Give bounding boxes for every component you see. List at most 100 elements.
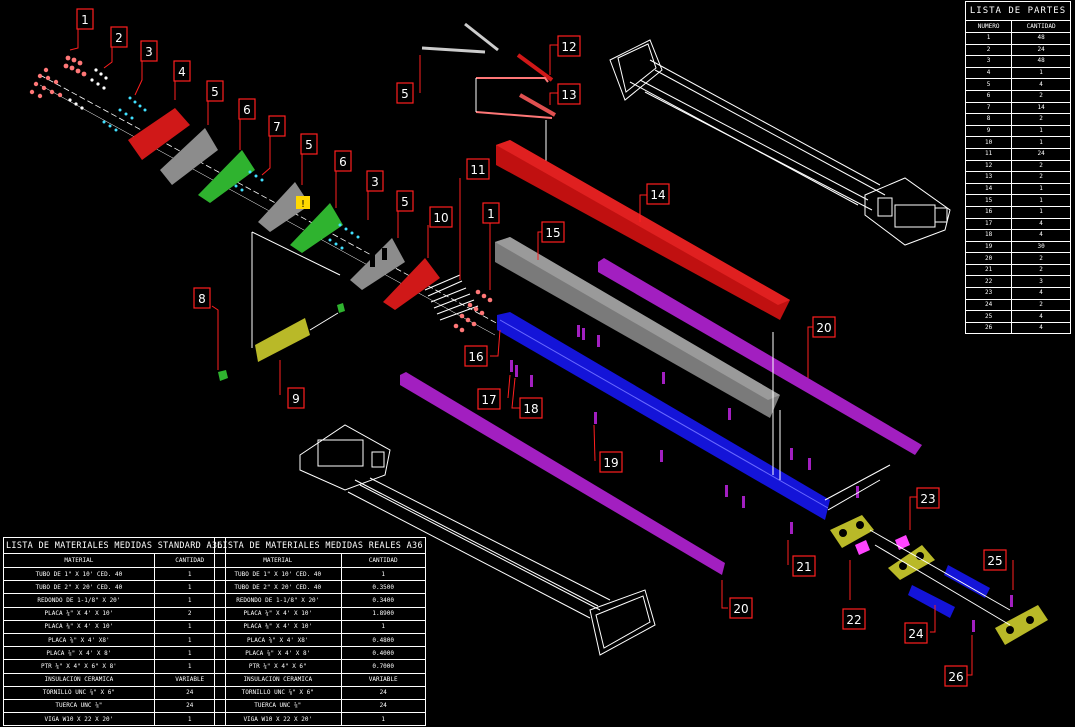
parts-row-label: 22 bbox=[964, 275, 1013, 289]
materials-standard-row-label: TUBO DE 2" X 20' CED. 40 bbox=[3, 580, 155, 595]
callout-1: 1 bbox=[76, 8, 94, 30]
callout-23: 23 bbox=[916, 487, 940, 509]
materials-standard-row-label: TUERCA UNC ⅞" bbox=[3, 698, 155, 714]
materials-standard-row: PLACA ⅞" X 4' X 8'1 bbox=[3, 646, 226, 661]
part-11-bolts bbox=[424, 274, 479, 321]
callout-14: 14 bbox=[646, 183, 670, 205]
materials-real-row: PLACA ⅜" X 4' X 10'1 bbox=[214, 619, 426, 634]
callout-13: 13 bbox=[557, 83, 581, 105]
svg-text:22: 22 bbox=[846, 613, 861, 627]
part-20-purple-bar-1 bbox=[598, 258, 922, 455]
materials-real-row-value: 0.7000 bbox=[340, 659, 426, 674]
materials-standard-row-label: PLACA ⅞" X 4' X 8' bbox=[3, 646, 155, 661]
materials-real-row: TORNILLO UNC ⅞" X 6"24 bbox=[214, 685, 426, 700]
explosion-axis bbox=[39, 74, 501, 336]
parts-row-value: 48 bbox=[1011, 55, 1071, 68]
callout-5c: 5 bbox=[396, 190, 414, 212]
materials-real-row-label: PTR ¼" X 4" X 6" bbox=[214, 659, 342, 674]
materials-real-row-label: REDONDO DE 1-1/8" X 20' bbox=[214, 593, 342, 608]
parts-row-label: 18 bbox=[964, 229, 1013, 242]
svg-text:26: 26 bbox=[948, 670, 963, 684]
callout-21: 21 bbox=[792, 555, 816, 577]
materials-real-row-label: TUERCA UNC ⅞" bbox=[214, 698, 342, 714]
part-20-purple-bar-2 bbox=[400, 372, 725, 575]
svg-text:3: 3 bbox=[145, 45, 153, 59]
materials-standard-row-label: PLACA ⅝" X 4' X8' bbox=[3, 632, 155, 648]
callout-3: 3 bbox=[140, 40, 158, 62]
callout-20b: 20 bbox=[729, 597, 753, 619]
materials-standard-row: PLACA ¼" X 4' X 10'2 bbox=[3, 606, 226, 621]
materials-standard-table: LISTA DE MATERIALES MEDIDAS STANDARD A36… bbox=[3, 537, 226, 727]
svg-text:5: 5 bbox=[401, 195, 409, 209]
svg-text:24: 24 bbox=[908, 627, 923, 641]
callout-24: 24 bbox=[904, 622, 928, 644]
parts-row-label: 15 bbox=[964, 194, 1013, 207]
materials-standard-row-label: PLACA ⅜" X 4' X 10' bbox=[3, 619, 155, 634]
materials-real-col-quantity: CANTIDAD bbox=[340, 553, 426, 568]
materials-real-row: PTR ¼" X 4" X 6"0.7000 bbox=[214, 659, 426, 674]
part-5-gray-plate-3 bbox=[350, 238, 405, 290]
callout-3b: 3 bbox=[366, 170, 384, 192]
parts-row-label: 25 bbox=[964, 310, 1013, 323]
materials-real-row-label: PLACA ⅝" X 4' X8' bbox=[214, 632, 342, 648]
parts-row-value: 2 bbox=[1011, 113, 1071, 126]
callout-10: 10 bbox=[429, 206, 453, 228]
svg-text:6: 6 bbox=[243, 103, 251, 117]
callout-6: 6 bbox=[238, 98, 256, 120]
parts-row-label: 9 bbox=[964, 124, 1013, 138]
materials-real-title: LISTA DE MATERIALES MEDIDAS REALES A36 bbox=[214, 537, 426, 554]
callout-17: 17 bbox=[477, 388, 501, 410]
parts-row-value: 2 bbox=[1011, 263, 1071, 277]
callout-5: 5 bbox=[206, 80, 224, 102]
parts-row-label: 24 bbox=[964, 298, 1013, 312]
parts-row-value: 1 bbox=[1011, 182, 1071, 196]
materials-real-col-material: MATERIAL bbox=[214, 553, 342, 568]
materials-standard-title: LISTA DE MATERIALES MEDIDAS STANDARD A36 bbox=[3, 537, 226, 554]
parts-row-label: 13 bbox=[964, 171, 1013, 184]
svg-text:20: 20 bbox=[816, 321, 831, 335]
parts-row-value: 2 bbox=[1011, 89, 1071, 103]
svg-text:2: 2 bbox=[115, 31, 123, 45]
materials-standard-row: REDONDO DE 1-1/8" X 20'1 bbox=[3, 593, 226, 608]
parts-row-label: 17 bbox=[964, 217, 1013, 231]
materials-real-row-value: 1 bbox=[340, 619, 426, 634]
materials-standard-row-label: PTR ¼" X 4" X 6" X 8' bbox=[3, 659, 155, 674]
materials-standard-col-material: MATERIAL bbox=[3, 553, 155, 568]
materials-real-row-label: VIGA W10 X 22 X 20' bbox=[214, 712, 342, 727]
parts-col-quantity: CANTIDAD bbox=[1011, 20, 1071, 33]
part-5-gray-plate-2 bbox=[258, 182, 310, 232]
materials-standard-row: PLACA ⅜" X 4' X 10'1 bbox=[3, 619, 226, 634]
callout-4: 4 bbox=[173, 60, 191, 82]
materials-real-row-label: TORNILLO UNC ⅞" X 6" bbox=[214, 685, 342, 700]
parts-row-value: 4 bbox=[1011, 287, 1071, 300]
materials-real-table: LISTA DE MATERIALES MEDIDAS REALES A36 M… bbox=[214, 537, 426, 727]
callout-26: 26 bbox=[944, 665, 968, 687]
part-8-green-square-2 bbox=[337, 303, 345, 313]
materials-real-row-label: PLACA ⅜" X 4' X 10' bbox=[214, 619, 342, 634]
parts-row-label: 26 bbox=[964, 321, 1013, 335]
parts-row-label: 21 bbox=[964, 263, 1013, 277]
callout-16: 16 bbox=[464, 345, 488, 367]
callout-5d: 5 bbox=[396, 82, 414, 104]
parts-row-label: 5 bbox=[964, 78, 1013, 91]
parts-row-value: 3 bbox=[1011, 275, 1071, 289]
svg-text:18: 18 bbox=[523, 402, 538, 416]
svg-text:13: 13 bbox=[561, 88, 576, 102]
materials-real-row-label: TUBO DE 2" X 20' CED. 40 bbox=[214, 580, 342, 595]
svg-text:10: 10 bbox=[433, 211, 448, 225]
svg-text:15: 15 bbox=[545, 226, 560, 240]
parts-row-label: 8 bbox=[964, 113, 1013, 126]
